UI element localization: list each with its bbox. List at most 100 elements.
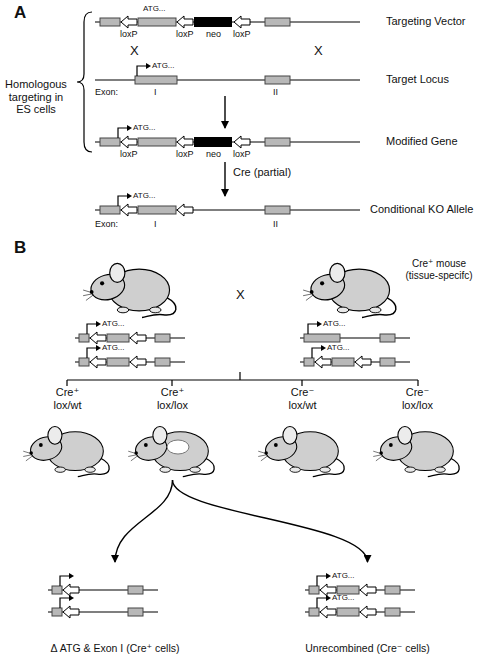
node-label: Δ ATG & Exon I (Cre⁺ cells)	[30, 642, 200, 654]
codon-label: ATG...	[152, 61, 175, 70]
conditional-allele-strip	[138, 206, 176, 214]
step-note: Cre (partial)	[233, 166, 291, 179]
row-label: Conditional KO Allele	[370, 203, 473, 216]
targeting-vector-strip	[265, 18, 290, 26]
row-label: Targeting Vector	[386, 15, 466, 28]
illustration	[305, 573, 415, 596]
panel-letter: B	[14, 238, 26, 258]
step-note: Homologous targeting in ES cells	[4, 78, 68, 116]
process-arrow	[225, 96, 226, 196]
conditional-allele-strip	[177, 204, 193, 216]
modified-gene-strip	[100, 138, 120, 146]
codon-label: ATG...	[332, 593, 355, 602]
targeting-vector-strip	[234, 16, 250, 28]
mouse-label: Cre⁺ mouse (tissue-specifc)	[398, 258, 480, 281]
exon-label: I	[154, 219, 157, 229]
illustration	[303, 263, 396, 317]
targeting-vector-strip	[121, 16, 137, 28]
offspring-mouse: Cre⁺ lox/lox	[125, 386, 220, 480]
target-locus-strip	[265, 76, 290, 84]
exon-label: Exon:	[95, 219, 118, 229]
cross-mark: X	[236, 288, 245, 303]
targeting-vector-strip	[95, 16, 360, 28]
illustration	[75, 345, 185, 368]
modified-gene-strip	[194, 137, 232, 147]
illustration	[305, 595, 415, 618]
modified-gene-strip	[265, 138, 290, 146]
codon-label: ATG...	[133, 123, 156, 132]
offspring-mouse: Cre⁻ lox/wt	[255, 386, 350, 480]
codon-label: ATG...	[133, 191, 156, 200]
lineage-arrow	[115, 480, 173, 562]
illustration	[75, 321, 185, 344]
lineage-arrow	[173, 480, 368, 562]
codon-label: ATG...	[332, 571, 355, 580]
codon-label: ATG...	[102, 343, 125, 352]
node-label: Cre⁻ lox/wt	[280, 386, 326, 411]
targeting-vector-strip	[194, 17, 232, 27]
illustration	[48, 595, 158, 618]
panel-letter: A	[14, 3, 26, 23]
cell-outcome: Unrecombined (Cre⁻ cells)	[285, 562, 450, 656]
target-locus-strip	[137, 63, 151, 76]
process-arrow	[224, 162, 225, 196]
illustration	[83, 263, 176, 317]
illustration	[128, 427, 214, 477]
element-label: loxP	[176, 149, 194, 159]
illustration	[300, 321, 410, 342]
illustration	[48, 573, 158, 596]
illustration	[23, 427, 109, 477]
target-locus-strip	[135, 76, 177, 84]
conditional-allele-strip	[121, 204, 137, 216]
conditional-allele-strip	[118, 193, 132, 206]
cross-tree	[67, 372, 418, 386]
targeting-vector-strip	[177, 16, 193, 28]
cre-cells-patch	[167, 440, 189, 454]
modified-gene-strip	[138, 138, 176, 146]
modified-gene-strip	[118, 125, 132, 138]
modified-gene-strip	[121, 136, 137, 148]
element-label: loxP	[233, 29, 251, 39]
targeting-vector-strip	[100, 18, 120, 26]
codon-label: ATG...	[102, 319, 125, 328]
bracket	[77, 12, 92, 152]
element-label: neo	[206, 149, 221, 159]
row-label: Target Locus	[386, 73, 449, 86]
modified-gene-strip	[234, 136, 250, 148]
element-label: loxP	[120, 149, 138, 159]
illustration	[258, 427, 344, 477]
conditional-allele-strip	[100, 206, 120, 214]
row-label: Modified Gene	[386, 135, 458, 148]
exon-label: I	[154, 87, 157, 97]
codon-label: ATG...	[323, 319, 346, 328]
element-label: neo	[206, 29, 221, 39]
node-label: Cre⁺ lox/wt	[45, 386, 91, 411]
node-label: Cre⁺ lox/lox	[150, 386, 196, 411]
cell-outcome: Δ ATG & Exon I (Cre⁺ cells)	[30, 562, 200, 656]
target-locus-strip	[95, 63, 360, 84]
offspring-mouse: Cre⁺ lox/wt	[20, 386, 115, 480]
element-label: loxP	[120, 29, 138, 39]
node-label: Cre⁻ lox/lox	[395, 386, 441, 411]
cross-mark: X	[314, 44, 323, 59]
exon-label: II	[273, 219, 278, 229]
bracket	[77, 12, 92, 152]
illustration	[300, 345, 410, 368]
offspring-mouse: Cre⁻ lox/lox	[370, 386, 465, 480]
cre-cells-patch	[167, 440, 189, 454]
codon-label: ATG...	[327, 343, 350, 352]
modified-gene-strip	[177, 136, 193, 148]
codon-label: ATG...	[143, 4, 166, 13]
cross-mark: X	[130, 44, 139, 59]
cross-tree	[67, 372, 418, 386]
exon-label: Exon:	[95, 87, 118, 97]
targeting-vector-strip	[138, 18, 176, 26]
exon-label: II	[273, 87, 278, 97]
node-label: Unrecombined (Cre⁻ cells)	[285, 642, 450, 654]
conditional-allele-strip	[265, 206, 290, 214]
element-label: loxP	[176, 29, 194, 39]
process-arrow	[224, 96, 225, 128]
